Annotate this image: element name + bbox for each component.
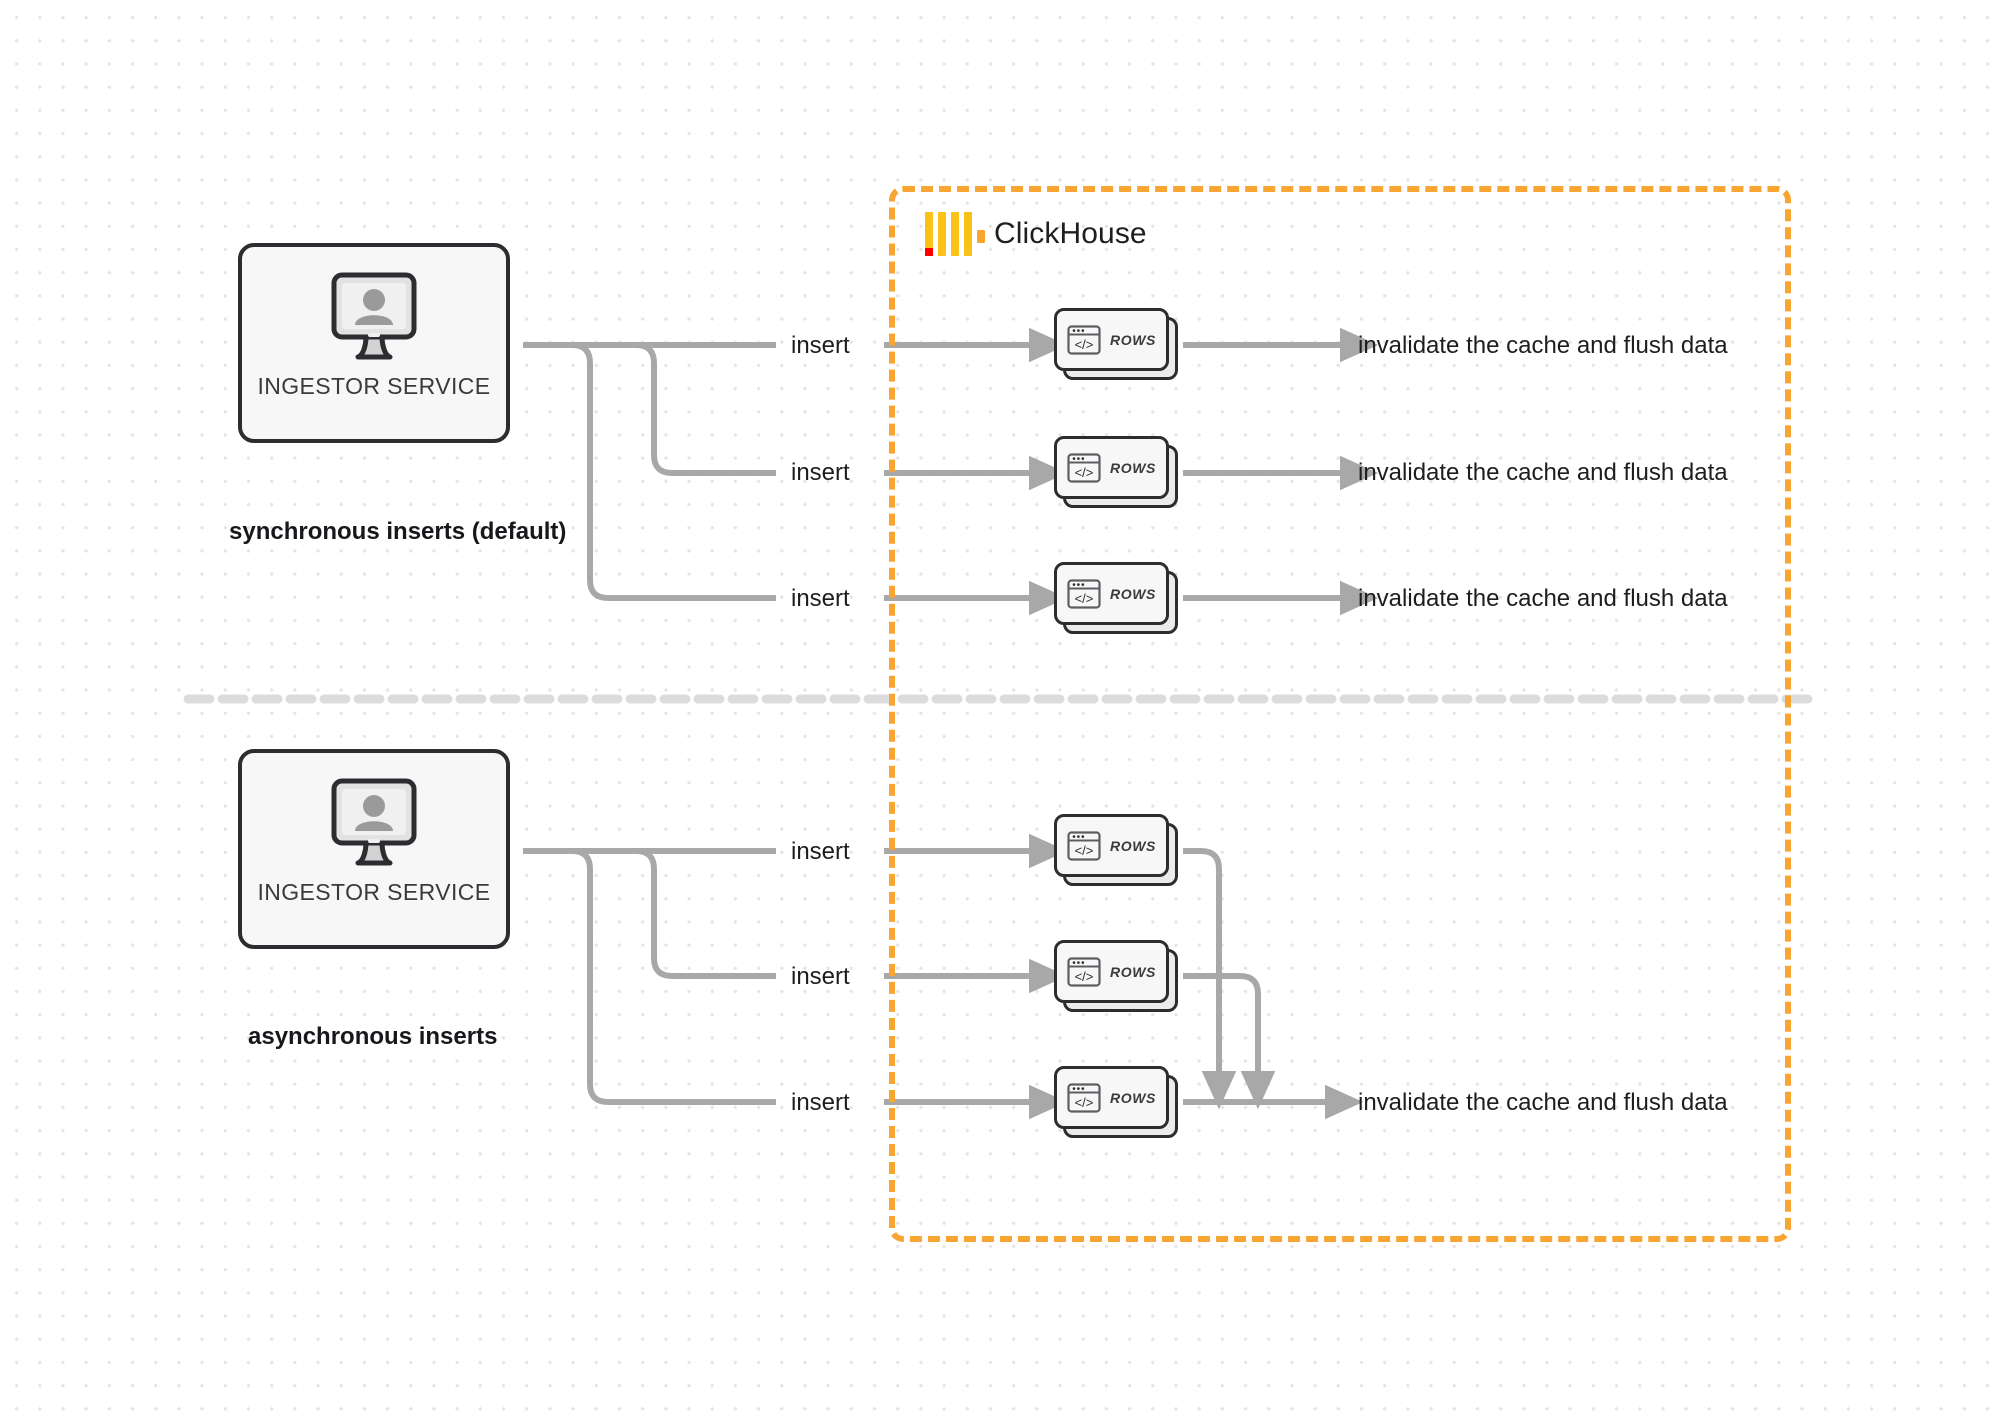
code-window-icon: </> [1067,452,1101,483]
async-insert-label-2: insert [791,963,850,990]
svg-text:</>: </> [1075,591,1094,606]
rows-label: ROWS [1110,1089,1156,1106]
sync-section-caption: synchronous inserts (default) [229,518,567,545]
sync-branch-row2 [590,342,776,476]
async-insert-label-1: insert [791,838,850,865]
rows-label: ROWS [1110,963,1156,980]
async-branch-row3 [560,848,776,1105]
rows-card-front: </> ROWS [1054,814,1169,877]
async-ingestor-service-node[interactable]: INGESTOR SERVICE [238,749,510,949]
rows-label: ROWS [1110,585,1156,602]
sync-insert-label-1: insert [791,332,850,359]
async-rows-card-3[interactable]: </> ROWS [1054,1066,1178,1138]
async-merged-result-label: invalidate the cache and flush data [1358,1089,1728,1116]
code-window-icon: </> [1067,956,1101,987]
sync-rows-card-1[interactable]: </> ROWS [1054,308,1178,380]
rows-card-front: </> ROWS [1054,1066,1169,1129]
sync-rows-card-2[interactable]: </> ROWS [1054,436,1178,508]
sync-result-label-1: invalidate the cache and flush data [1358,332,1728,359]
sync-ingestor-label: INGESTOR SERVICE [257,373,491,399]
async-rows-card-2[interactable]: </> ROWS [1054,940,1178,1012]
async-branch-row2 [590,848,776,979]
code-window-icon: </> [1067,830,1101,861]
svg-text:</>: </> [1075,969,1094,984]
code-window-icon: </> [1067,578,1101,609]
clickhouse-boundary [889,186,1791,1242]
clickhouse-logo-icon [925,212,985,256]
rows-card-front: </> ROWS [1054,562,1169,625]
code-window-icon: </> [1067,324,1101,355]
async-ingestor-label: INGESTOR SERVICE [257,879,491,905]
code-window-icon: </> [1067,1082,1101,1113]
rows-card-front: </> ROWS [1054,940,1169,1003]
svg-text:</>: </> [1075,465,1094,480]
sync-result-label-2: invalidate the cache and flush data [1358,459,1728,486]
sync-result-label-3: invalidate the cache and flush data [1358,585,1728,612]
monitor-user-icon [331,272,417,360]
svg-text:</>: </> [1075,1095,1094,1110]
sync-rows-card-3[interactable]: </> ROWS [1054,562,1178,634]
sync-ingestor-service-node[interactable]: INGESTOR SERVICE [238,243,510,443]
sync-insert-label-2: insert [791,459,850,486]
async-section-caption: asynchronous inserts [248,1023,498,1050]
async-rows-card-1[interactable]: </> ROWS [1054,814,1178,886]
clickhouse-label: ClickHouse [994,217,1147,250]
clickhouse-header: ClickHouse [925,212,1147,256]
rows-card-front: </> ROWS [1054,436,1169,499]
svg-text:</>: </> [1075,843,1094,858]
rows-label: ROWS [1110,837,1156,854]
sync-insert-label-3: insert [791,585,850,612]
sync-branch-row3 [560,342,776,601]
rows-card-front: </> ROWS [1054,308,1169,371]
monitor-user-icon [331,778,417,866]
rows-label: ROWS [1110,459,1156,476]
async-insert-label-3: insert [791,1089,850,1116]
rows-label: ROWS [1110,331,1156,348]
svg-text:</>: </> [1075,337,1094,352]
